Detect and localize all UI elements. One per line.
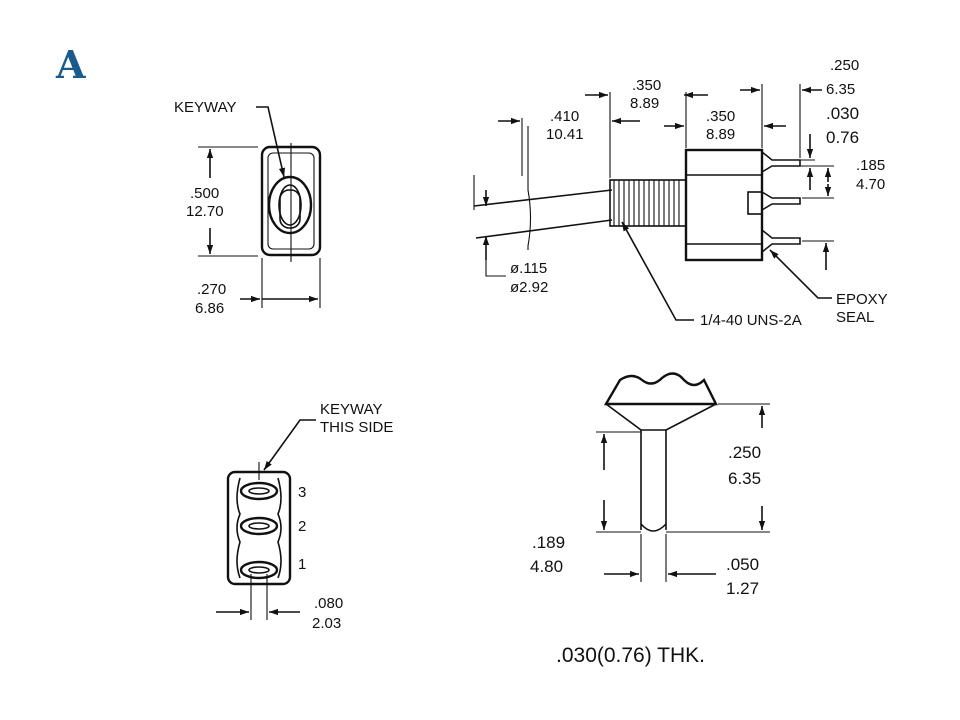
body-length-in: .350: [632, 77, 661, 94]
case-length-in: .350: [706, 108, 735, 125]
terminal-detail: .250 6.35 .189 4.80 .050 1.27 .030(0.76)…: [530, 372, 770, 667]
keyway-side-leader: [263, 419, 316, 471]
terminal-thickness-mm: 0.76: [826, 128, 859, 147]
bottom-view: 3 2 1 KEYWAY THIS SIDE .080 2.03: [216, 401, 393, 632]
toggle-lever: [267, 175, 313, 235]
detail-width-mm: 4.80: [530, 557, 563, 576]
terminal-slot-3: [239, 481, 279, 501]
lever-diameter-mm: ø2.92: [510, 279, 548, 296]
terminal-thickness-in: .030: [826, 104, 859, 123]
case-length-mm: 8.89: [706, 126, 735, 143]
slot-width-mm: 2.03: [312, 615, 341, 632]
detail-width-in: .189: [532, 533, 565, 552]
detail-hole-in: .050: [726, 555, 759, 574]
keyway-leader: [256, 106, 286, 178]
slot-width-in: .080: [314, 595, 343, 612]
front-height-mm: 12.70: [186, 203, 224, 220]
section-letter: A: [55, 42, 86, 87]
terminal-slot-1: [239, 560, 279, 580]
bushing-length-mm: 10.41: [546, 126, 584, 143]
epoxy-leader: [769, 249, 832, 299]
terminal-top: [761, 151, 801, 173]
terminal-head: [603, 372, 718, 406]
keyway-label: KEYWAY: [174, 99, 237, 116]
terminal-bottom: [761, 229, 801, 253]
terminal-pitch-mm: 4.70: [856, 176, 885, 193]
threaded-bushing: [609, 179, 687, 227]
terminal-length-in: .250: [830, 57, 859, 74]
front-width-in: .270: [197, 281, 226, 298]
pin-number-1: 1: [298, 556, 306, 573]
bushing-length-in: .410: [550, 108, 579, 125]
front-width-mm: 6.86: [195, 300, 224, 317]
epoxy-seal-line2: SEAL: [836, 309, 874, 326]
thread-spec-label: 1/4-40 UNS-2A: [700, 312, 802, 329]
body-length-mm: 8.89: [630, 95, 659, 112]
lever-diameter-in: ø.115: [510, 260, 547, 277]
terminal-middle: [761, 191, 801, 211]
side-view: .410 10.41 .350 8.89 .350 8.89 .250 6.35…: [473, 57, 888, 329]
front-view: KEYWAY .500 12.70 .270 6.86: [174, 99, 322, 317]
thickness-note: .030(0.76) THK.: [556, 644, 705, 667]
thread-leader: [621, 221, 694, 321]
pin-number-3: 3: [298, 484, 306, 501]
keyway-side-line2: THIS SIDE: [320, 419, 393, 436]
side-lever: [473, 189, 613, 207]
detail-length-mm: 6.35: [728, 469, 761, 488]
front-height-in: .500: [190, 185, 219, 202]
detail-length-in: .250: [728, 443, 761, 462]
keyway-side-line1: KEYWAY: [320, 401, 383, 418]
pin-number-2: 2: [298, 518, 306, 535]
bushing-threads: [613, 180, 680, 226]
epoxy-seal-line1: EPOXY: [836, 291, 888, 308]
terminal-slot-2: [239, 516, 279, 536]
detail-hole-mm: 1.27: [726, 579, 759, 598]
terminal-pitch-in: .185: [856, 157, 885, 174]
terminal-length-mm: 6.35: [826, 81, 855, 98]
